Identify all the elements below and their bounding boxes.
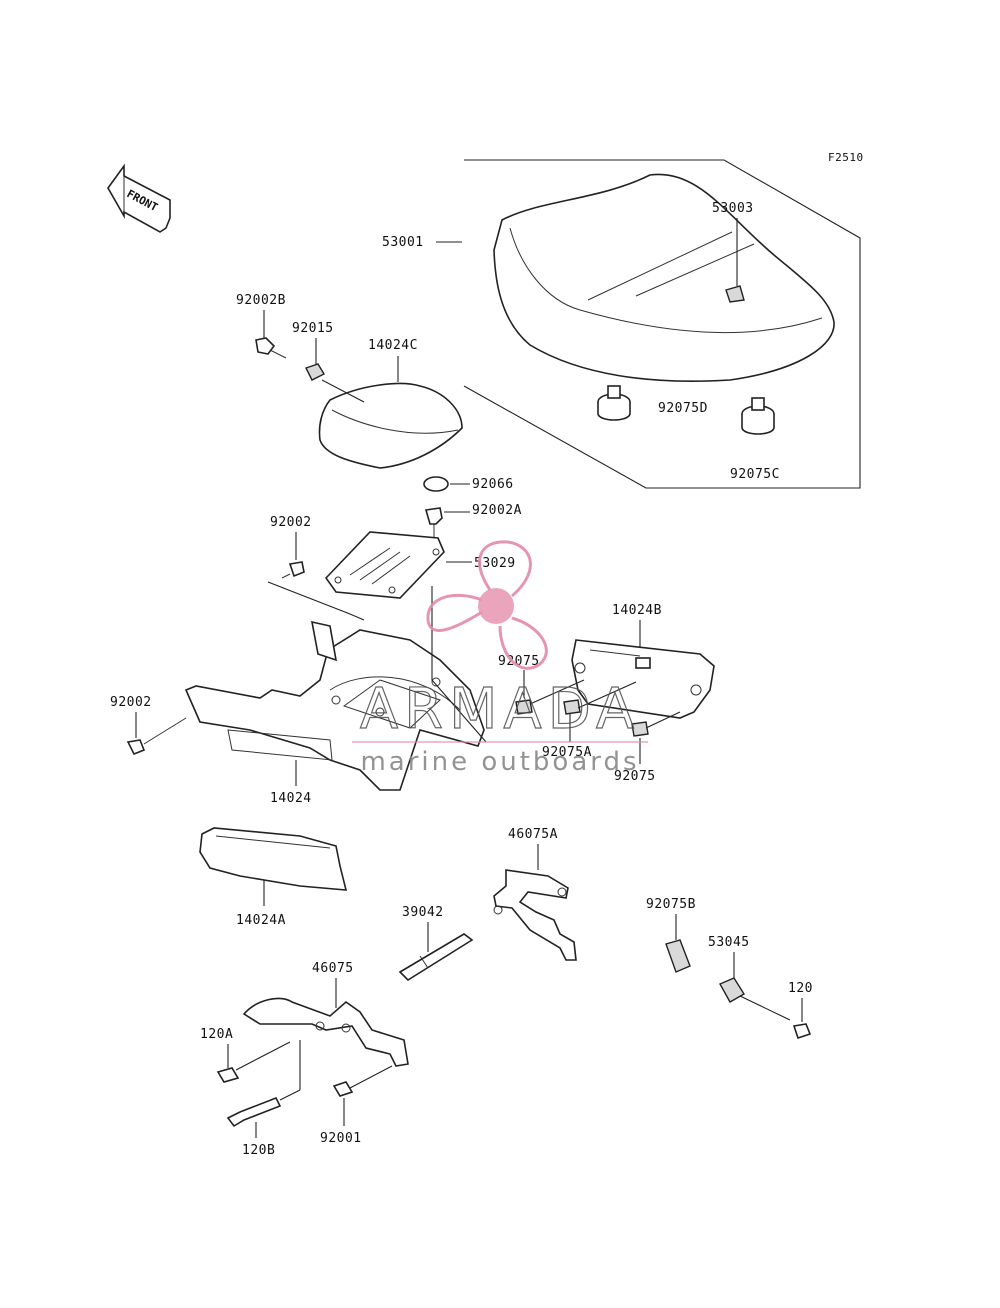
damper-92075B [665,939,691,973]
rear-seat-cover [318,382,463,469]
bolt-120B [226,1096,282,1128]
cover-14024A [199,827,348,891]
label-92002A: 92002A [472,503,522,518]
label-92066: 92066 [472,477,514,492]
damper-92075C [741,397,775,435]
grommet-92075-b [631,721,649,737]
bolt-92001 [332,1081,354,1097]
rear-frame-14024 [184,620,485,791]
label-14024C: 14024C [368,338,418,353]
label-92075A: 92075A [542,745,592,760]
watermark-brand: ARMADA [360,677,640,742]
label-92075-b: 92075 [614,769,656,784]
mount-53045 [719,977,745,1003]
label-120: 120 [788,981,813,996]
label-92075C: 92075C [730,467,780,482]
label-92001: 92001 [320,1131,362,1146]
bolt-120 [792,1023,812,1040]
damper-92075D [597,385,631,421]
label-14024A: 14024A [236,913,286,928]
watermark: ARMADA marine outboards [352,540,648,777]
seat-group-outline [463,159,861,489]
label-53029: 53029 [474,556,516,571]
grommet-92075-a [515,699,533,715]
label-92015: 92015 [292,321,334,336]
label-39042: 39042 [402,905,444,920]
bracket-46075A [493,869,577,961]
label-14024: 14024 [270,791,312,806]
bolt-92002-left [126,717,187,756]
label-92002B: 92002B [236,293,286,308]
watermark-tagline: marine outboards [360,747,639,777]
bolt-92002-top [281,561,305,579]
label-53001: 53001 [382,235,424,250]
label-92002-left: 92002 [110,695,152,710]
main-seat [493,173,835,382]
label-92075B: 92075B [646,897,696,912]
label-14024B: 14024B [612,603,662,618]
clip-92015 [305,363,325,381]
cap-92066 [423,476,449,492]
bolt-92002B [255,337,287,359]
bracket-46075 [242,997,409,1067]
bolt-92002A [424,507,443,538]
plate-53029 [324,531,445,599]
label-92075D: 92075D [658,401,708,416]
side-cover-14024B [571,639,715,719]
label-120B: 120B [242,1143,275,1158]
label-46075: 46075 [312,961,354,976]
bolt-120A [216,1067,240,1083]
front-arrow-icon: FRONT [107,163,171,233]
label-53003: 53003 [712,201,754,216]
label-53045: 53045 [708,935,750,950]
propeller-icon [426,540,548,670]
rod-39042 [398,933,474,982]
label-120A: 120A [200,1027,233,1042]
grommet-92075A [563,699,581,715]
figure-code: F2510 [828,151,864,164]
label-92002-top: 92002 [270,515,312,530]
label-46075A: 46075A [508,827,558,842]
